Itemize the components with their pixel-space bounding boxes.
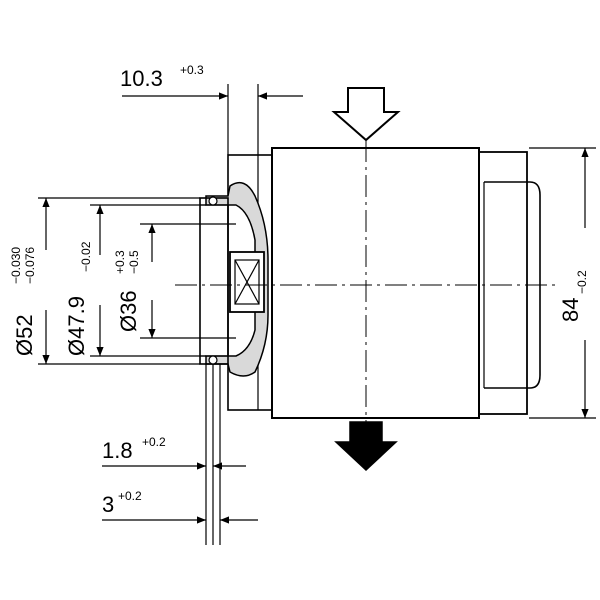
dim-dia-52 (38, 197, 200, 365)
shaft-seal-inner (234, 259, 260, 305)
dim-top-width (122, 84, 303, 155)
pilot-section (199, 181, 269, 377)
inlet-arrow-icon (331, 87, 401, 142)
seal-dot-bottom (208, 355, 218, 365)
dim-height-tol: −0.2 (575, 270, 589, 294)
dim-top-width-tol: +0.3 (180, 63, 204, 77)
dim-dia-47-9-tol: −0.02 (79, 241, 93, 272)
lower-extension-lines (205, 364, 221, 545)
dim-top-width-value: 10.3 (120, 66, 163, 91)
dim-dia-52-tol-upper: −0.030 (9, 247, 23, 284)
seal-dot-top (208, 196, 218, 206)
pilot-outer-ring (199, 197, 229, 365)
dim-dia-36-tol-upper: +0.3 (113, 250, 127, 274)
seal-cross-2 (234, 259, 260, 305)
dim-height-value: 84 (558, 298, 583, 322)
dim-dia-52-tol-lower: −0.076 (23, 247, 37, 284)
pump-body (227, 147, 541, 419)
centre-lines (175, 140, 560, 425)
outlet-arrow-icon (334, 421, 398, 472)
dim-gap-small-value: 1.8 (102, 438, 133, 463)
dim-dia-52-value: Ø52 (12, 314, 37, 356)
housing (271, 147, 480, 419)
dim-dia-36 (140, 223, 236, 339)
dim-dia-47-9 (90, 204, 206, 357)
dim-gap-large-tol: +0.2 (118, 489, 142, 503)
dim-dia-36-tol-lower: −0.5 (127, 250, 141, 274)
dim-height (529, 147, 596, 419)
dim-dia-47-9-value: Ø47.9 (64, 296, 89, 356)
dim-gap-small-tol: +0.2 (142, 435, 166, 449)
dim-gap-large-value: 3 (102, 492, 114, 517)
rear-cap (478, 151, 528, 415)
dim-dia-36-value: Ø36 (116, 290, 141, 332)
